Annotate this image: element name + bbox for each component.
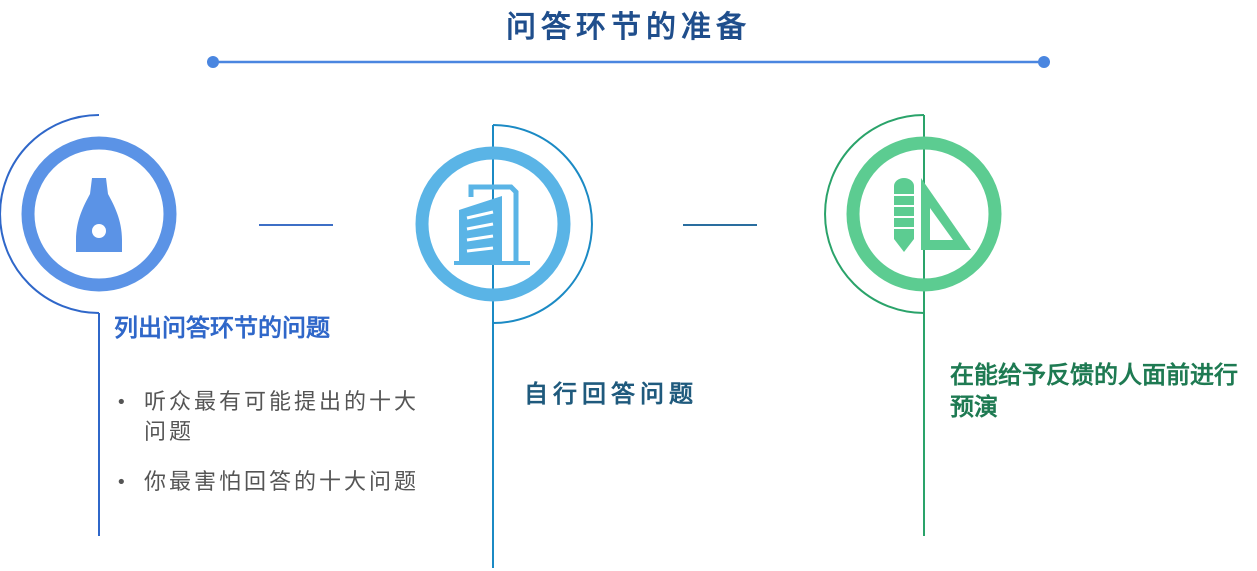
- step-3-heading: 在能给予反馈的人面前进行预演: [950, 361, 1238, 421]
- step-1-heading: 列出问答环节的问题: [114, 314, 330, 342]
- title-divider-right-dot: [1038, 56, 1050, 68]
- step-3-arc: [824, 114, 925, 314]
- step-1-bullet-list: 听众最有可能提出的十大问题 你最害怕回答的十大问题: [114, 388, 434, 518]
- list-item: 听众最有可能提出的十大问题: [114, 388, 434, 448]
- step-2-ring: [415, 146, 571, 302]
- building-icon: [454, 184, 530, 265]
- glue-bottle-icon: [76, 178, 122, 252]
- step-3-graphic: [824, 114, 1002, 536]
- step-3-ring: [846, 136, 1002, 292]
- pencil-ruler-icon: [894, 178, 971, 252]
- step-1-graphic: [0, 114, 177, 536]
- title-divider-left-dot: [207, 56, 219, 68]
- list-item: 你最害怕回答的十大问题: [114, 468, 434, 498]
- step-1-arc: [0, 114, 100, 314]
- step-2-arc: [492, 124, 593, 324]
- step-2-heading: 自行回答问题: [524, 380, 698, 408]
- diagram-title: 问答环节的准备: [506, 10, 751, 45]
- step-1-ring: [21, 136, 177, 292]
- step-2-graphic: [415, 124, 593, 568]
